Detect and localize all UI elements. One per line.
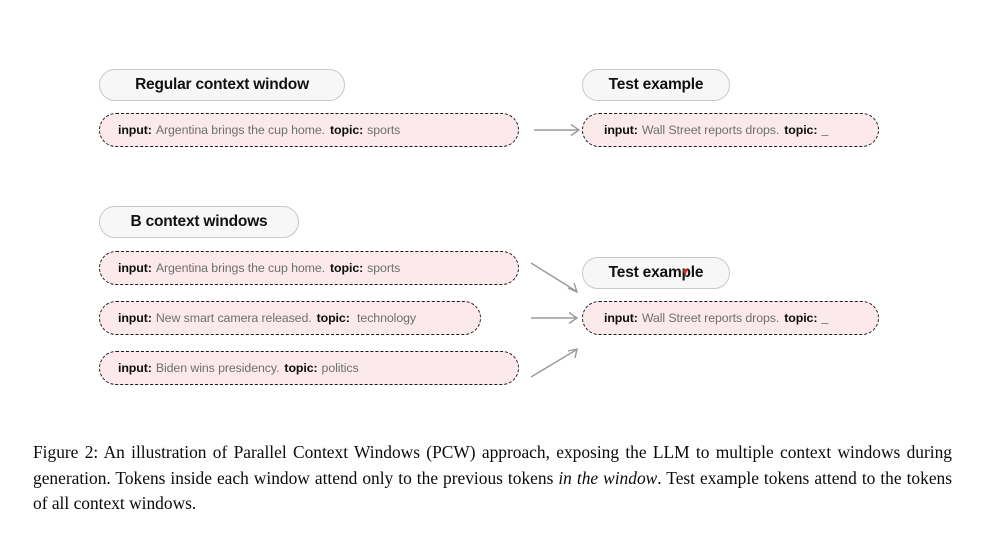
window-key-input: input: <box>118 123 152 137</box>
window-key-topic: topic: <box>784 311 818 325</box>
label-test-example-top-text: Test example <box>608 76 704 93</box>
window-value-topic-blank: _ <box>821 123 829 137</box>
window-key-input: input: <box>118 261 152 275</box>
test-example-window-bottom: input: Wall Street reports drops. topic:… <box>582 301 879 335</box>
label-b-context-windows: B context windows <box>99 206 299 238</box>
context-window-parallel-3: input: Biden wins presidency. topic: pol… <box>99 351 519 385</box>
label-test-example-bottom: Test example <box>582 257 730 289</box>
figure-caption: Figure 2: An illustration of Parallel Co… <box>33 440 952 517</box>
window-value-topic: technology <box>353 311 416 325</box>
arrow-regular-to-test <box>534 123 581 137</box>
label-test-example-top: Test example <box>582 69 730 101</box>
arrow-parallel-window-1 <box>530 262 579 294</box>
window-key-input: input: <box>604 311 638 325</box>
context-window-regular-1: input: Argentina brings the cup home. to… <box>99 113 519 147</box>
context-window-parallel-2: input: New smart camera released. topic:… <box>99 301 481 335</box>
window-key-input: input: <box>604 123 638 137</box>
window-value-input: Wall Street reports drops. <box>641 123 780 137</box>
caption-part-1: An illustration of Parallel Context Wind… <box>33 442 952 488</box>
window-key-topic: topic: <box>330 261 364 275</box>
arrow-parallel-window-3 <box>530 348 578 378</box>
caption-label: Figure 2: <box>33 442 99 462</box>
window-key-input: input: <box>118 311 152 325</box>
arrow-parallel-window-2 <box>531 311 579 325</box>
caption-italic-phrase: in the window <box>558 467 658 488</box>
caption-part-2: . Test example tokens attend to the toke… <box>33 467 953 514</box>
label-regular-context-window-text: Regular context window <box>135 76 309 93</box>
window-key-topic: topic: <box>284 361 318 375</box>
window-value-input: Biden wins presidency. <box>155 361 280 375</box>
pcw-illustration-figure: Regular context window input: Argentina … <box>99 69 879 385</box>
window-value-topic: sports <box>367 261 401 275</box>
label-regular-context-window: Regular context window <box>99 69 345 101</box>
window-value-input: New smart camera released. <box>155 311 312 325</box>
window-value-topic: sports <box>367 123 401 137</box>
window-value-topic: politics <box>321 361 359 375</box>
window-key-topic: topic: <box>330 123 364 137</box>
window-key-topic: topic: <box>316 311 350 325</box>
window-value-topic-blank: _ <box>821 311 829 325</box>
window-value-input: Argentina brings the cup home. <box>155 123 326 137</box>
window-key-topic: topic: <box>784 123 818 137</box>
label-b-context-windows-text: B context windows <box>130 213 268 230</box>
test-example-window-top: input: Wall Street reports drops. topic:… <box>582 113 879 147</box>
window-key-input: input: <box>118 361 152 375</box>
window-value-input: Wall Street reports drops. <box>641 311 780 325</box>
label-test-example-bottom-text: Test example <box>608 264 704 281</box>
window-value-input: Argentina brings the cup home. <box>155 261 326 275</box>
context-window-parallel-1: input: Argentina brings the cup home. to… <box>99 251 519 285</box>
